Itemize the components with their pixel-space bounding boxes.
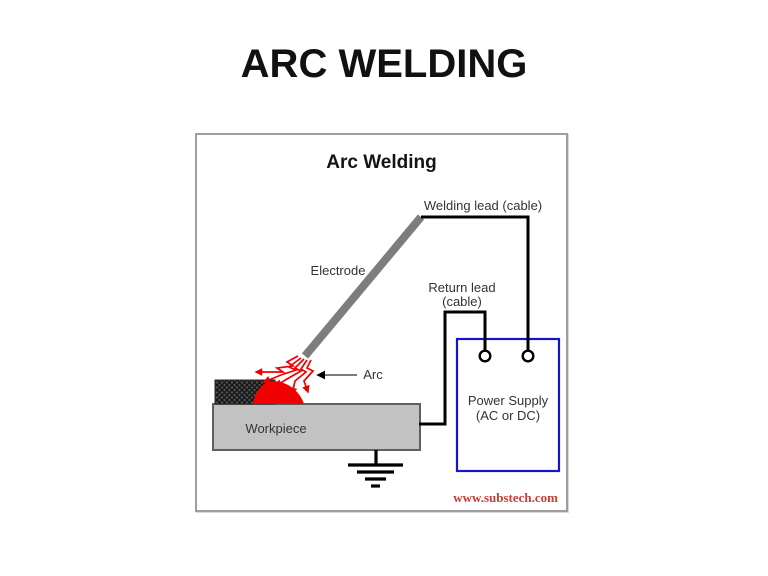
- welding-lead-label: Welding lead (cable): [423, 198, 543, 213]
- power-supply-box: [455, 337, 561, 473]
- ground-symbol: [348, 450, 403, 488]
- return-lead-label: Return lead (cable): [412, 281, 512, 309]
- diagram-title: Arc Welding: [326, 152, 437, 173]
- return-lead-label-line1: Return lead: [428, 280, 496, 295]
- slide-title: ARC WELDING: [240, 42, 528, 86]
- workpiece: [212, 403, 421, 451]
- arc-sparks: [254, 355, 315, 396]
- return-lead-label-line2: (cable): [442, 294, 482, 309]
- terminal-left: [478, 349, 492, 363]
- diagram-panel: Arc Welding Welding lead (cable) Electro…: [195, 133, 568, 512]
- return-lead-wire: [419, 310, 487, 426]
- electrode-label: Electrode: [310, 263, 366, 278]
- terminal-right: [521, 349, 535, 363]
- power-supply-label-line1: Power Supply: [467, 393, 549, 408]
- electrode-rod: [301, 214, 425, 359]
- watermark-link[interactable]: www.substech.com: [453, 490, 558, 505]
- welding-lead-wire: [421, 215, 530, 351]
- arc-label: Arc: [363, 367, 383, 382]
- arc-welding-diagram: [212, 214, 561, 488]
- power-supply-label: Power Supply (AC or DC): [457, 393, 559, 423]
- workpiece-label: Workpiece: [245, 421, 307, 436]
- weld-pool: [253, 381, 304, 404]
- power-supply-label-line2: (AC or DC): [475, 408, 541, 423]
